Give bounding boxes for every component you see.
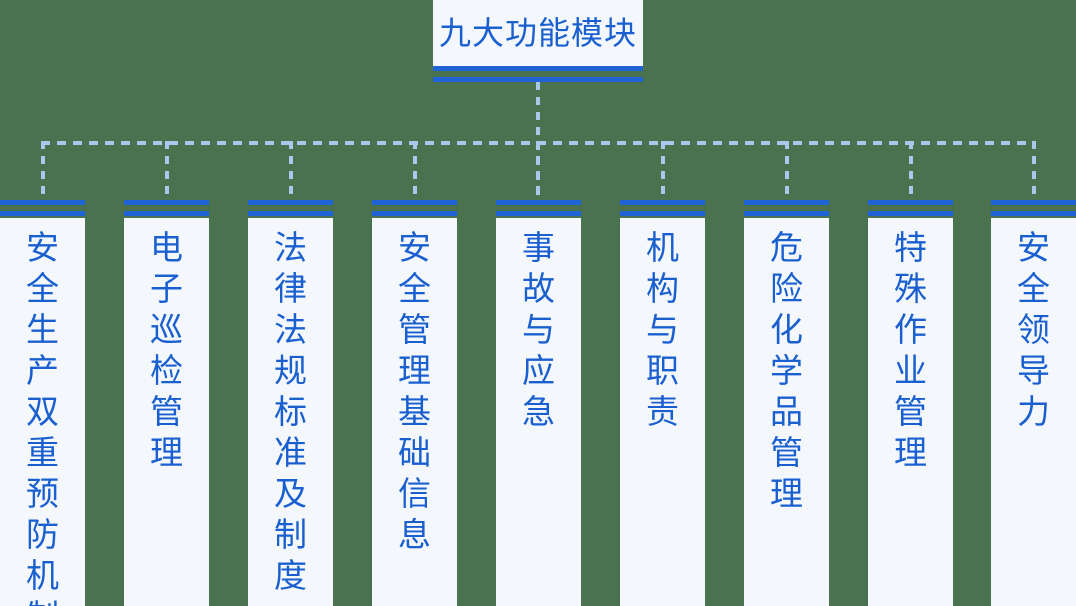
connector-drop-3 [289,141,293,200]
module-node-1[interactable]: 安全生产双重预防机制 [0,200,85,606]
module-node-9-accent-bar-bottom [991,211,1076,216]
module-node-2-accent-bar-top [124,200,209,205]
module-node-4-accent-bar-bottom [372,211,457,216]
module-node-6-accent-bar-bottom [620,211,705,216]
module-node-6-panel: 机构与职责 [620,218,705,606]
module-node-1-label: 安全生产双重预防机制 [26,229,59,606]
module-node-1-panel: 安全生产双重预防机制 [0,218,85,606]
module-node-2-panel: 电子巡检管理 [124,218,209,606]
module-node-6-label: 机构与职责 [646,229,679,430]
module-node-4-panel: 安全管理基础信息 [372,218,457,606]
module-node-3-label: 法律法规标准及制度 [274,229,307,594]
module-node-9-panel: 安全领导力 [991,218,1076,606]
root-node-panel: 九大功能模块 [433,0,643,66]
module-node-2-accent-bar-bottom [124,211,209,216]
module-node-1-accent-bar-bottom [0,211,85,216]
connector-drop-2 [165,141,169,200]
module-node-9[interactable]: 安全领导力 [991,200,1076,606]
module-node-4-accent-bar-top [372,200,457,205]
connector-drop-8 [909,141,913,200]
module-node-3-panel: 法律法规标准及制度 [248,218,333,606]
module-node-8-label: 特殊作业管理 [894,229,927,471]
module-node-3[interactable]: 法律法规标准及制度 [248,200,333,606]
module-node-7-panel: 危险化学品管理 [744,218,829,606]
module-node-5-accent-bar-top [496,200,581,205]
connector-drop-4 [413,141,417,200]
module-node-3-accent-bar-bottom [248,211,333,216]
module-node-8[interactable]: 特殊作业管理 [868,200,953,606]
root-node-label: 九大功能模块 [438,15,637,51]
module-node-9-label: 安全领导力 [1017,229,1050,430]
module-node-7-accent-bar-bottom [744,211,829,216]
module-node-5-panel: 事故与应急 [496,218,581,606]
connector-drop-9 [1032,141,1036,200]
module-node-6[interactable]: 机构与职责 [620,200,705,606]
module-node-8-panel: 特殊作业管理 [868,218,953,606]
module-node-2[interactable]: 电子巡检管理 [124,200,209,606]
module-node-5-label: 事故与应急 [522,229,555,430]
connector-drop-1 [41,141,45,200]
module-node-7[interactable]: 危险化学品管理 [744,200,829,606]
module-node-2-label: 电子巡检管理 [150,229,183,471]
module-node-9-accent-bar-top [991,200,1076,205]
module-node-4[interactable]: 安全管理基础信息 [372,200,457,606]
module-node-8-accent-bar-bottom [868,211,953,216]
module-node-1-accent-bar-top [0,200,85,205]
root-node-accent-bar-top [433,66,643,71]
connector-drop-7 [785,141,789,200]
module-node-7-label: 危险化学品管理 [770,229,803,512]
connector-drop-5 [536,141,540,200]
module-node-8-accent-bar-top [868,200,953,205]
module-node-7-accent-bar-top [744,200,829,205]
module-node-4-label: 安全管理基础信息 [398,229,431,553]
module-node-6-accent-bar-top [620,200,705,205]
module-node-3-accent-bar-top [248,200,333,205]
root-node[interactable]: 九大功能模块 [433,0,643,82]
module-node-5[interactable]: 事故与应急 [496,200,581,606]
module-node-5-accent-bar-bottom [496,211,581,216]
connector-drop-6 [661,141,665,200]
root-node-accent-bar-bottom [433,77,643,82]
